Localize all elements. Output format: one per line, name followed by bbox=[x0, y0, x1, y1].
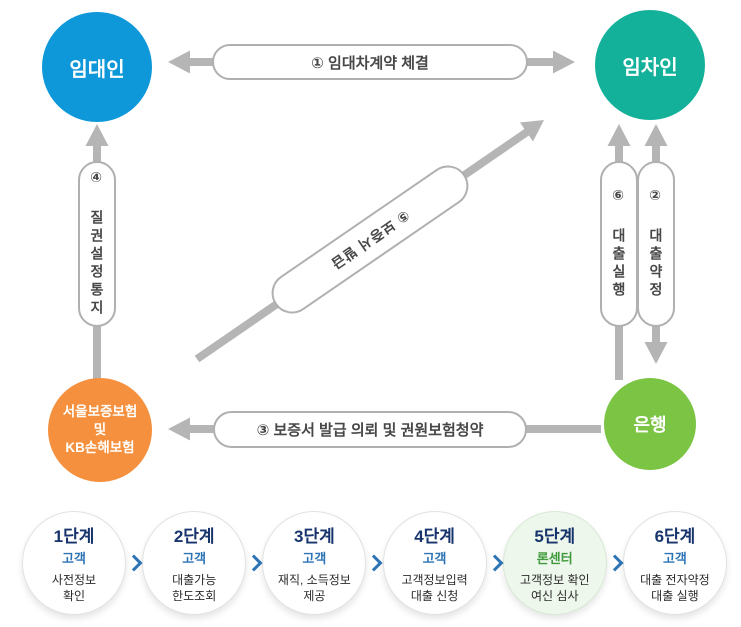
edge-label-text: ① 임대차계약 체결 bbox=[311, 54, 429, 72]
step-number: 2단계 bbox=[173, 526, 215, 546]
step-number: 1단계 bbox=[53, 526, 95, 546]
step-1: 1단계 고객 사전정보 확인 bbox=[22, 511, 126, 615]
node-landlord: 임대인 bbox=[42, 12, 152, 122]
node-tenant: 임차인 bbox=[595, 10, 705, 120]
step-3: 3단계 고객 재직, 소득정보 제공 bbox=[262, 511, 367, 615]
step-number: 4단계 bbox=[414, 526, 455, 546]
step-5: 5단계 론센터 고객정보 확인 여신 심사 bbox=[502, 511, 607, 615]
arrow-up-icon bbox=[607, 124, 631, 146]
arrow-up-icon bbox=[85, 124, 109, 146]
step-6: 6단계 고객 대출 전자약정 대출 실행 bbox=[622, 511, 727, 615]
step-number: 5단계 bbox=[534, 526, 576, 546]
step-number: 6단계 bbox=[654, 526, 696, 546]
arrow-left-icon bbox=[168, 417, 190, 441]
edge-label-text: ③ 보증서 발급 의뢰 및 권원보험청약 bbox=[256, 422, 484, 439]
step-description: 고객정보입력 대출 신청 bbox=[401, 572, 468, 603]
edge-label-text: ⑥ 대출실행 bbox=[611, 188, 627, 300]
edge-label-text: ④ 질권설정통지 bbox=[89, 170, 105, 318]
step-description: 재직, 소득정보 제공 bbox=[277, 572, 351, 603]
step-role: 론센터 bbox=[536, 550, 573, 566]
step-role: 고객 bbox=[662, 550, 687, 566]
chevron-right-icon bbox=[606, 554, 624, 572]
step-2: 2단계 고객 대출가능 한도조회 bbox=[142, 511, 247, 615]
process-steps: 1단계 고객 사전정보 확인 2단계 고객 대출가능 한도조회 3단계 고객 재… bbox=[22, 509, 727, 617]
chevron-right-icon bbox=[125, 554, 143, 572]
arrow-down-icon bbox=[644, 342, 668, 364]
step-number: 3단계 bbox=[294, 526, 335, 546]
step-role: 고객 bbox=[182, 550, 207, 566]
chevron-right-icon bbox=[245, 554, 263, 572]
node-label: 서울보증보험 및 KB손해보험 bbox=[62, 403, 138, 456]
edge-label-loan-agreement: ② 대출약정 bbox=[637, 161, 675, 327]
arrow-left-icon bbox=[168, 50, 190, 74]
node-label: 임차인 bbox=[622, 56, 678, 79]
arrow-right-icon bbox=[553, 50, 575, 74]
step-description: 대출가능 한도조회 bbox=[172, 572, 217, 603]
node-insurer: 서울보증보험 및 KB손해보험 bbox=[48, 378, 152, 482]
chevron-right-icon bbox=[365, 554, 383, 572]
edge-label-text: ② 대출약정 bbox=[648, 188, 664, 300]
step-description: 고객정보 확인 여신 심사 bbox=[519, 572, 590, 603]
edge-label-contract: ① 임대차계약 체결 bbox=[212, 44, 528, 80]
chevron-right-icon bbox=[486, 554, 504, 572]
arrow-up-icon bbox=[644, 124, 668, 146]
step-description: 사전정보 확인 bbox=[51, 572, 97, 603]
node-label: 임대인 bbox=[69, 58, 125, 81]
node-label: 은행 bbox=[633, 415, 667, 435]
edge-label-guarantee-request: ③ 보증서 발급 의뢰 및 권원보험청약 bbox=[213, 411, 527, 448]
arrow-up-right-icon bbox=[520, 120, 544, 142]
step-4: 4단계 고객 고객정보입력 대출 신청 bbox=[382, 511, 487, 615]
edge-label-pledge-notice: ④ 질권설정통지 bbox=[78, 161, 116, 327]
step-description: 대출 전자약정 대출 실행 bbox=[640, 572, 710, 603]
edge-label-loan-execution: ⑥ 대출실행 bbox=[600, 161, 638, 327]
step-role: 고객 bbox=[422, 550, 447, 566]
step-role: 고객 bbox=[62, 550, 86, 566]
node-bank: 은행 bbox=[604, 378, 696, 470]
step-role: 고객 bbox=[302, 550, 327, 566]
